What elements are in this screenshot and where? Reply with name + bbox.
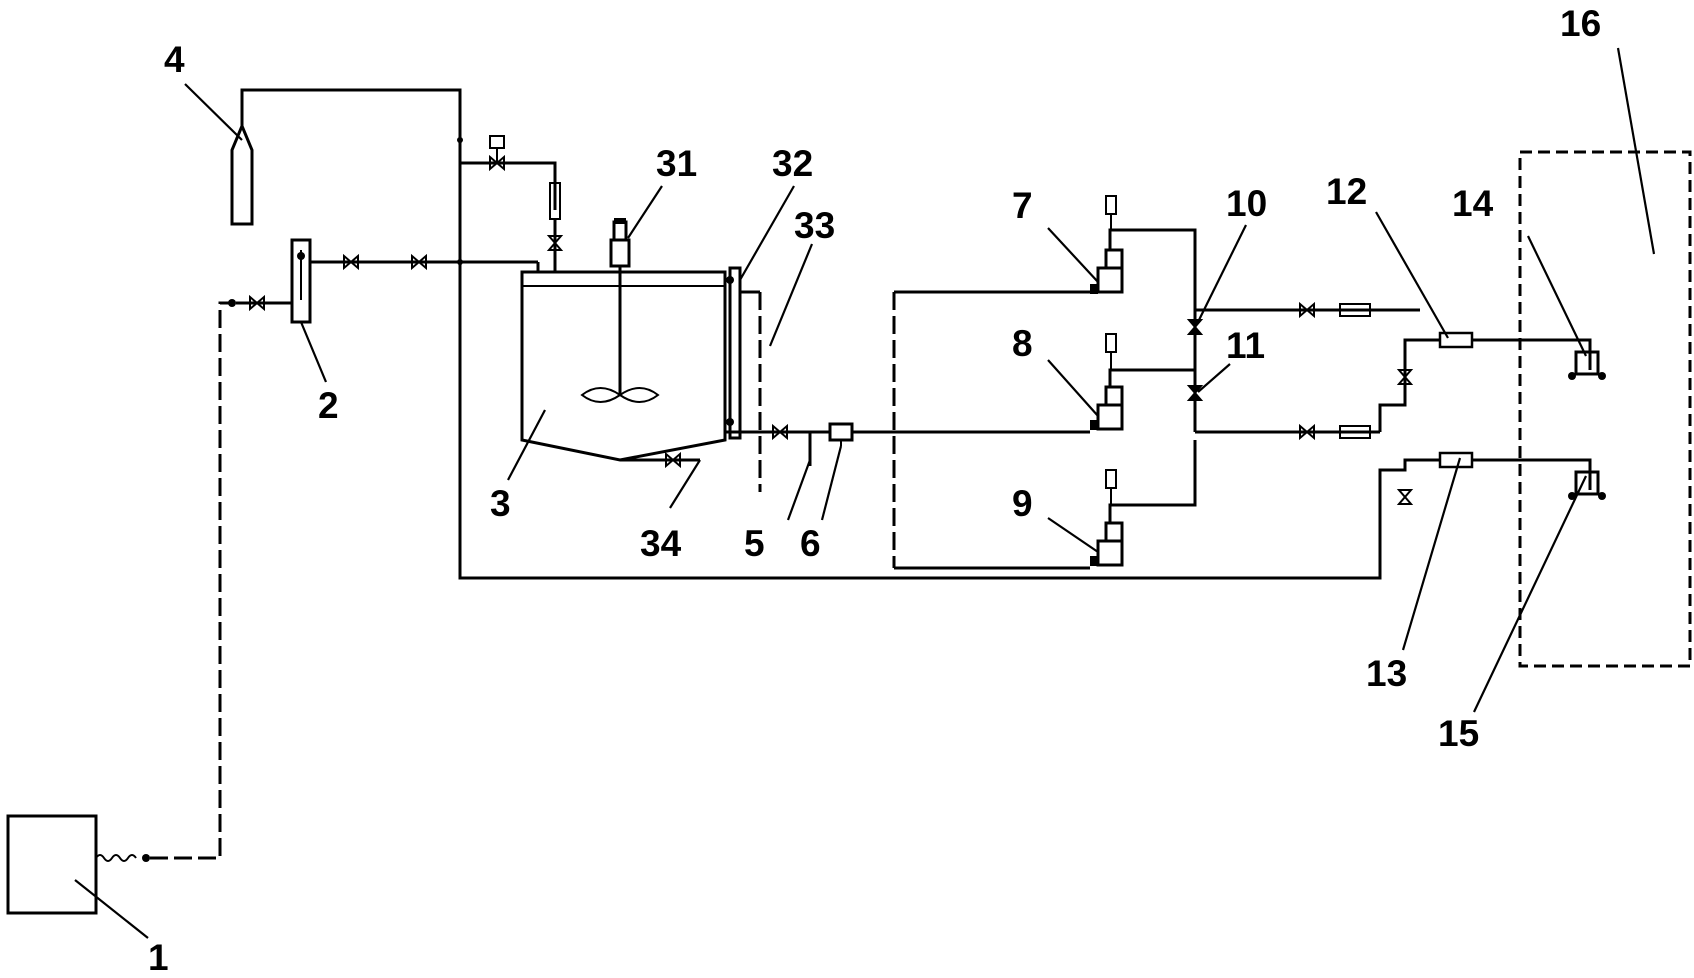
leader-lines — [74, 47, 1656, 939]
distribution-valves-10-11 — [1186, 301, 1420, 441]
label-8: 8 — [1012, 323, 1033, 364]
rotameter-2 — [290, 238, 312, 324]
stirrer-motor-31 — [609, 218, 631, 268]
gas-feed-line — [310, 253, 540, 272]
label-12: 12 — [1326, 171, 1367, 212]
filter-6 — [828, 422, 854, 446]
label-7: 7 — [1012, 185, 1033, 226]
outlet-14 — [1568, 350, 1606, 380]
mixers-12-13 — [1378, 331, 1592, 520]
label-2: 2 — [318, 385, 339, 426]
label-14: 14 — [1452, 183, 1494, 224]
outlet-15 — [1568, 470, 1606, 500]
pump-8 — [1090, 333, 1195, 431]
label-9: 9 — [1012, 483, 1033, 524]
label-3: 3 — [490, 483, 511, 524]
pump-9 — [1090, 440, 1197, 567]
label-1: 1 — [148, 937, 169, 978]
label-16: 16 — [1560, 3, 1601, 44]
label-6: 6 — [800, 523, 821, 564]
reaction-tank-3 — [520, 260, 727, 469]
gas-cylinder-4 — [230, 88, 1382, 580]
label-34: 34 — [640, 523, 682, 564]
label-5: 5 — [744, 523, 765, 564]
label-4: 4 — [164, 39, 185, 80]
label-11: 11 — [1226, 325, 1265, 366]
label-33: 33 — [794, 205, 835, 246]
label-13: 13 — [1366, 653, 1407, 694]
source-unit-1 — [6, 294, 292, 915]
label-32: 32 — [772, 143, 813, 184]
tank-jacket-32-33 — [725, 266, 860, 492]
pump-manifold — [852, 290, 1090, 570]
label-15: 15 — [1438, 713, 1479, 754]
label-10: 10 — [1226, 183, 1267, 224]
top-control-valve-line — [460, 135, 564, 272]
labels: 1 2 3 4 5 6 7 8 9 10 11 12 13 14 15 16 3… — [148, 3, 1601, 978]
boundary-16 — [1518, 150, 1692, 668]
pump-7 — [1090, 195, 1197, 320]
label-31: 31 — [656, 143, 697, 184]
